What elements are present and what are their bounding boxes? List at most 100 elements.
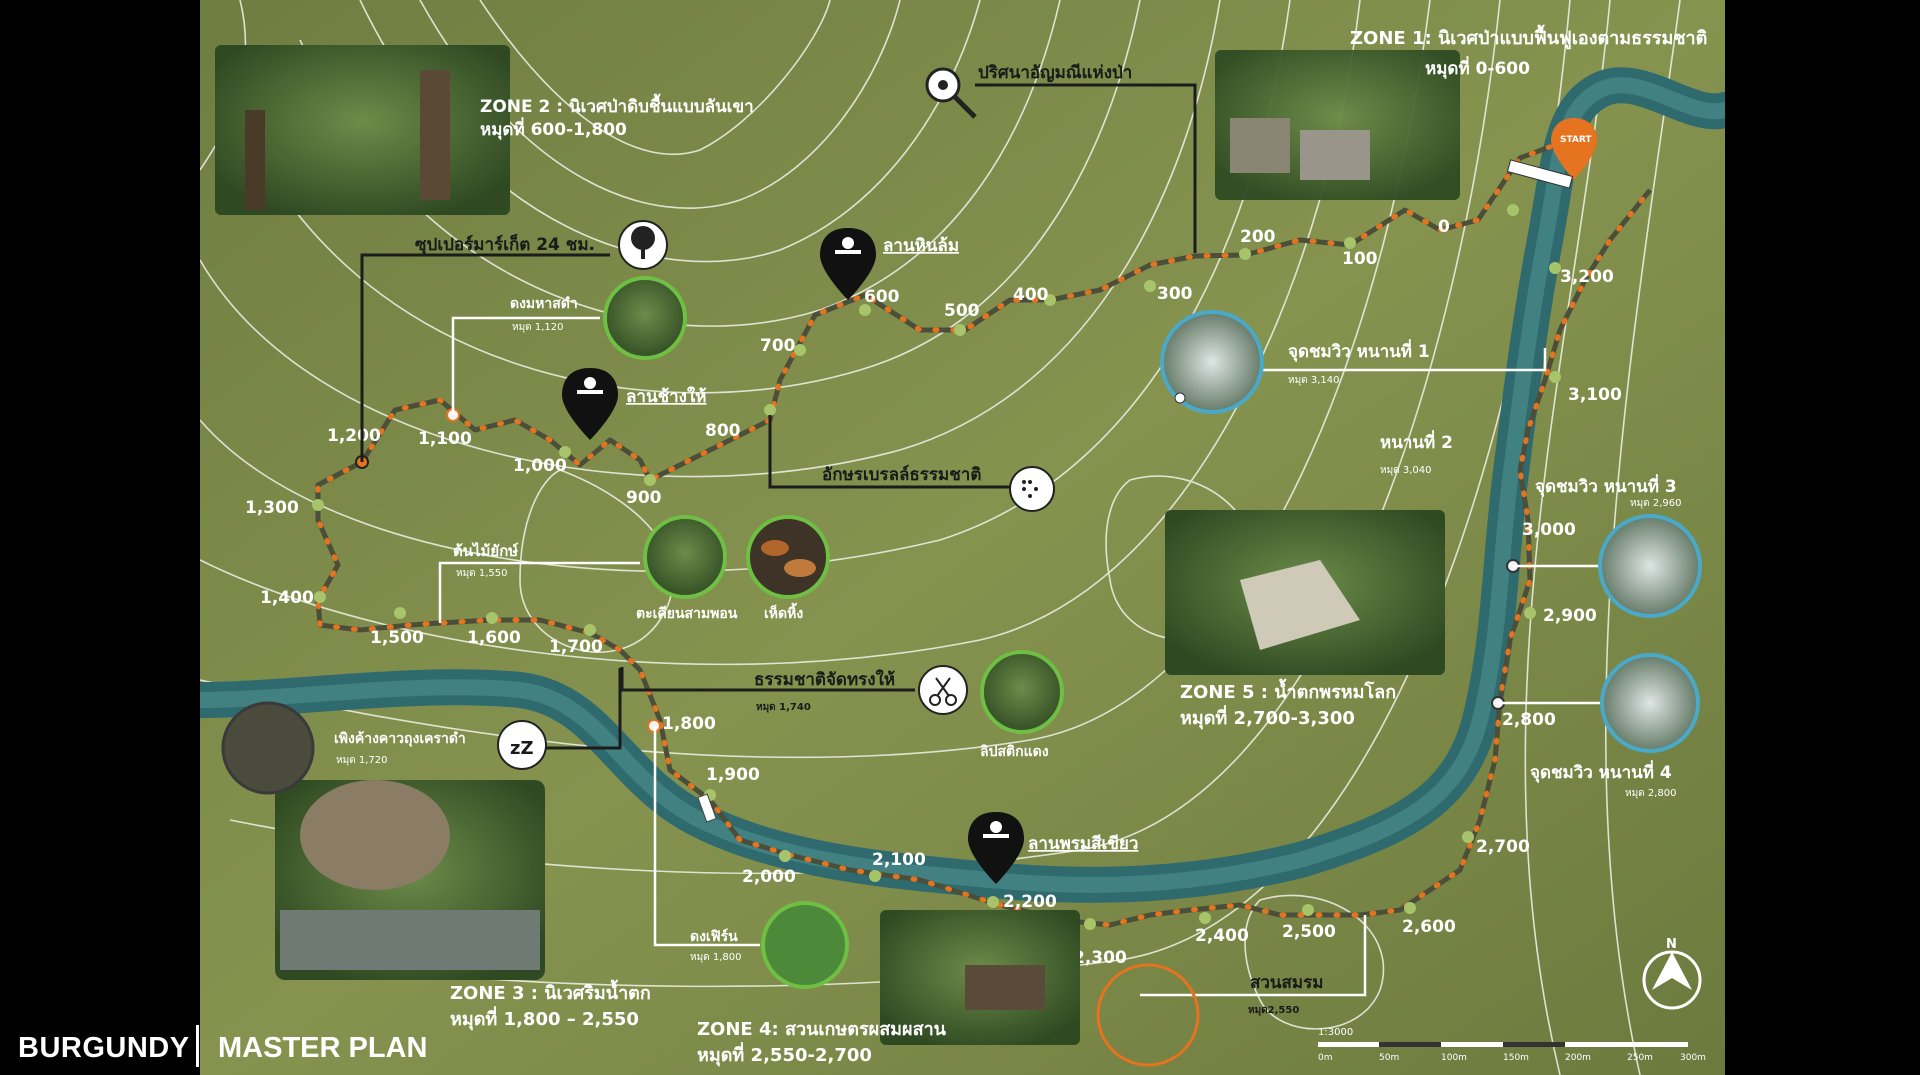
svg-text:1,800: 1,800 <box>662 714 716 734</box>
svg-text:700: 700 <box>760 336 796 356</box>
marker-1300: 1,300 <box>245 498 324 518</box>
svg-text:2,400: 2,400 <box>1195 926 1249 946</box>
brand-label: BURGUNDY <box>18 1032 190 1064</box>
poi-labels: ปริศนาอัญมณีแห่งป่า ซุปเปอร์มาร์เก็ต 24 … <box>334 62 1681 1016</box>
marker-1000: 1,000 <box>513 446 571 476</box>
marker-2400: 2,400 <box>1195 912 1249 946</box>
marker-1100: 1,100 <box>418 408 472 449</box>
marker-3000: 3,000 <box>1506 520 1576 573</box>
svg-text:2,100: 2,100 <box>872 850 926 870</box>
view4-photo <box>1600 653 1700 753</box>
svg-text:900: 900 <box>626 488 662 508</box>
magnifier-icon[interactable] <box>925 67 977 119</box>
svg-text:300m: 300m <box>1680 1053 1706 1063</box>
zone-photos <box>215 45 1460 1045</box>
supermarket-label: ซุปเปอร์มาร์เก็ต 24 ชม. <box>415 232 595 255</box>
start-pin[interactable]: START <box>1506 118 1597 189</box>
marker-0: 0 <box>1438 204 1519 237</box>
map-pins <box>562 228 1024 884</box>
view4-label: จุดชมวิว หนานที่ 4 <box>1530 760 1672 783</box>
zone4-range: หมุดที่ 2,550-2,700 <box>697 1042 872 1067</box>
zone2-name: ZONE 2 : นิเวศป่าดิบชื้นแบบลันเขา <box>480 93 754 117</box>
mushroom-label: เห็ดหิ้ง <box>764 602 803 622</box>
svg-text:0: 0 <box>1438 217 1450 237</box>
svg-text:2,800: 2,800 <box>1502 710 1556 730</box>
marker-300: 300 <box>1144 280 1193 304</box>
garden-ring <box>1096 963 1200 1067</box>
svg-text:1,300: 1,300 <box>245 498 299 518</box>
bat-cave-label: เพิงค้างคาวถุงเคราดำ <box>334 731 466 747</box>
marker-2300: 2,300 <box>1073 918 1127 968</box>
scale-bar: 1:3000 0m 50m 100m 150m 200m 250m 300m <box>1318 1027 1706 1063</box>
marker-2100: 2,100 <box>869 850 926 882</box>
marker-2000: 2,000 <box>742 850 796 887</box>
marker-3200: 3,200 <box>1549 262 1614 287</box>
scissors-icon[interactable] <box>918 665 968 715</box>
svg-text:zZ: zZ <box>510 738 534 759</box>
svg-text:3,000: 3,000 <box>1522 520 1576 540</box>
svg-text:2,600: 2,600 <box>1402 917 1456 937</box>
svg-text:100: 100 <box>1342 249 1378 269</box>
view3-photo <box>1598 514 1702 618</box>
zone5-range: หมุดที่ 2,700-3,300 <box>1180 705 1355 730</box>
marker-200: 200 <box>1239 227 1276 260</box>
nan2-label: หนานที่ 2 <box>1380 430 1453 453</box>
marker-2800: 2,800 <box>1491 696 1556 730</box>
svg-text:500: 500 <box>944 301 980 321</box>
svg-text:N: N <box>1666 937 1677 952</box>
contour-lines <box>200 0 1681 1075</box>
garden-sub: หมุด2,550 <box>1248 1005 1299 1016</box>
river <box>200 67 1725 903</box>
svg-text:2,700: 2,700 <box>1476 837 1530 857</box>
marker-1800: 1,800 <box>647 714 716 734</box>
svg-text:1:3000: 1:3000 <box>1318 1027 1353 1038</box>
view3-sub: หมุด 2,960 <box>1630 498 1681 509</box>
tree-icon[interactable] <box>618 220 668 270</box>
svg-text:800: 800 <box>705 421 741 441</box>
marker-1700: 1,700 <box>549 624 603 657</box>
svg-text:600: 600 <box>864 287 900 307</box>
svg-text:2,900: 2,900 <box>1543 606 1597 626</box>
trim-sub: หมุด 1,740 <box>756 702 811 713</box>
svg-text:1,400: 1,400 <box>260 588 314 608</box>
garden-label: สวนสมรม <box>1250 973 1323 993</box>
zone-labels: ZONE 1: นิเวศป่าแบบฟื้นฟูเองตามธรรมชาติ … <box>450 24 1707 1067</box>
view4-sub: หมุด 2,800 <box>1625 788 1676 799</box>
plan-title: MASTER PLAN <box>218 1032 428 1064</box>
svg-text:2,300: 2,300 <box>1073 948 1127 968</box>
svg-text:3,200: 3,200 <box>1560 267 1614 287</box>
svg-text:100m: 100m <box>1441 1053 1467 1063</box>
mushroom-photo <box>746 515 830 599</box>
sleep-icon[interactable]: zZ <box>497 720 547 770</box>
trail-markers: 0 100 200 300 400 500 600 700 800 900 1,… <box>245 204 1622 968</box>
pin-lan-phrom[interactable] <box>968 812 1024 884</box>
zone5-name: ZONE 5 : น้ำตกพรหมโลก <box>1180 678 1396 703</box>
zone2-range: หมุดที่ 600-1,800 <box>480 117 627 140</box>
takhian-label: ตะเคียนสามพอน <box>636 606 738 622</box>
nan2-sub: หมุด 3,040 <box>1380 465 1431 476</box>
zone3-range: หมุดที่ 1,800 – 2,550 <box>450 1006 639 1031</box>
marker-3100: 3,100 <box>1549 371 1622 405</box>
pin-lan-chang[interactable] <box>562 368 618 440</box>
trail <box>315 141 1653 928</box>
pin-lan-hin[interactable] <box>820 228 876 300</box>
fern-photo <box>761 901 849 989</box>
poi-icons: zZ <box>497 67 1055 770</box>
braille-icon[interactable] <box>1009 466 1055 512</box>
view1-photo <box>1160 310 1264 414</box>
marker-400: 400 <box>1013 285 1056 306</box>
svg-text:1,900: 1,900 <box>706 765 760 785</box>
dong-maha-sub: หมุด 1,120 <box>512 322 563 333</box>
marker-1500: 1,500 <box>370 607 424 648</box>
view3-label: จุดชมวิว หนานที่ 3 <box>1535 474 1677 497</box>
svg-text:1,200: 1,200 <box>327 426 381 446</box>
view1-sub: หมุด 3,140 <box>1288 375 1339 386</box>
barrier <box>697 793 717 823</box>
lan-phrom-label: ลานพรมสีเขียว <box>1028 833 1138 854</box>
lipstick-label: ลิปสติกแดง <box>980 744 1049 760</box>
svg-text:250m: 250m <box>1627 1053 1653 1063</box>
takhian-photo <box>643 515 727 599</box>
marker-2500: 2,500 <box>1282 904 1336 942</box>
fern-label: ดงเฟิร์น <box>690 928 738 945</box>
svg-text:50m: 50m <box>1379 1053 1399 1063</box>
